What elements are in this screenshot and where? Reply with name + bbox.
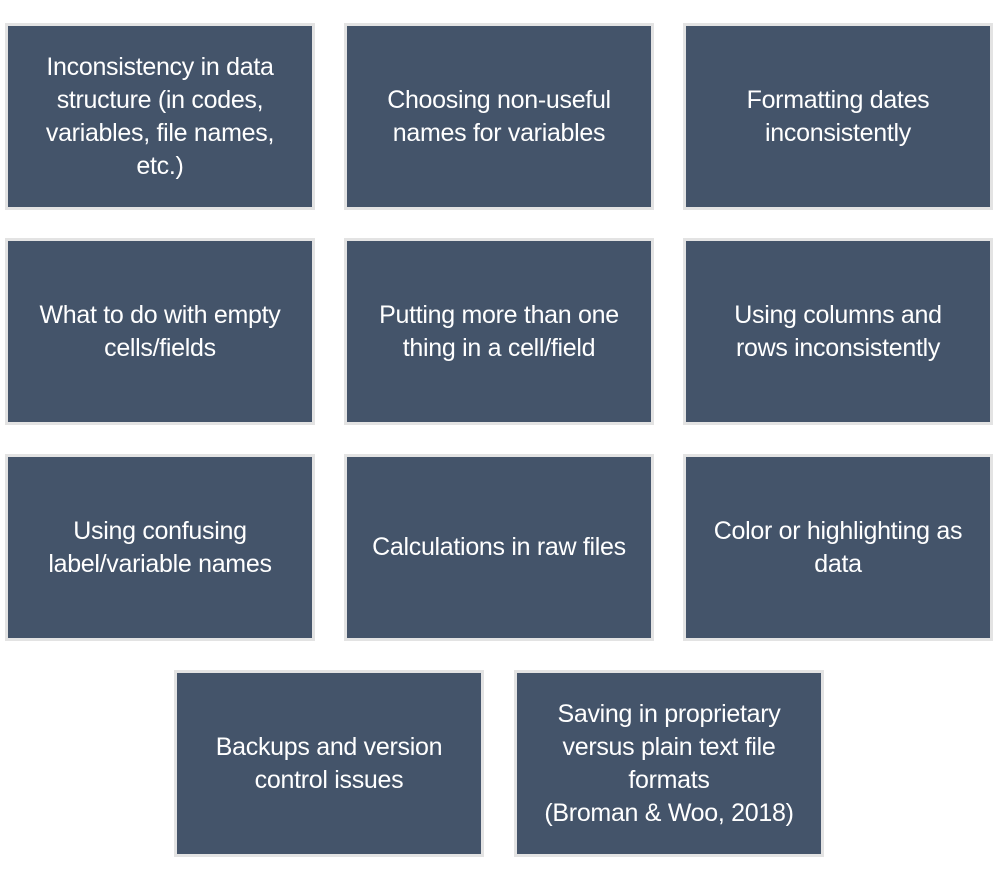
box-color-highlighting-as-data: Color or highlighting as data [683, 454, 993, 641]
box-label: Color or highlighting as data [713, 516, 963, 578]
box-empty-cells: What to do with empty cells/fields [5, 238, 315, 425]
box-multiple-things-in-cell: Putting more than one thing in a cell/fi… [344, 238, 654, 425]
box-label: Inconsistency in data structure (in code… [45, 52, 275, 180]
box-label: What to do with empty cells/fields [39, 300, 281, 362]
box-non-useful-variable-names: Choosing non-useful names for variables [344, 23, 654, 210]
box-label: Formatting dates inconsistently [746, 85, 930, 147]
box-label: Saving in proprietary versus plain text … [544, 699, 794, 827]
box-label: Backups and version control issues [215, 732, 443, 794]
box-label: Using confusing label/variable names [48, 516, 272, 578]
box-label: Calculations in raw files [372, 533, 626, 561]
box-formatting-dates: Formatting dates inconsistently [683, 23, 993, 210]
box-columns-rows-inconsistent: Using columns and rows inconsistently [683, 238, 993, 425]
box-proprietary-vs-plain-text: Saving in proprietary versus plain text … [514, 670, 824, 857]
box-backups-version-control: Backups and version control issues [174, 670, 484, 857]
box-confusing-label-names: Using confusing label/variable names [5, 454, 315, 641]
box-label: Using columns and rows inconsistently [734, 300, 942, 362]
box-calculations-raw-files: Calculations in raw files [344, 454, 654, 641]
box-label: Putting more than one thing in a cell/fi… [379, 300, 619, 362]
box-label: Choosing non-useful names for variables [387, 85, 611, 147]
box-inconsistency-data-structure: Inconsistency in data structure (in code… [5, 23, 315, 210]
